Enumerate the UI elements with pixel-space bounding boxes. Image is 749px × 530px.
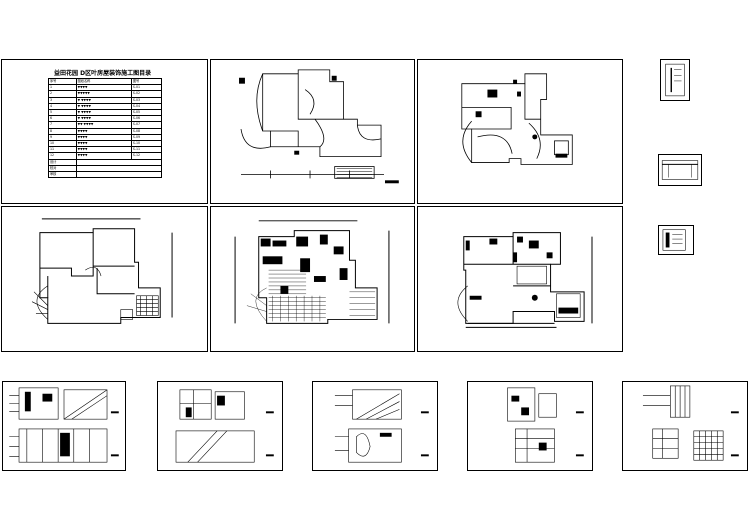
- elevation-drawing-2: [175, 389, 274, 463]
- detail-sheet-3[interactable]: [658, 225, 694, 255]
- table-footer-row: 审核: [48, 171, 163, 179]
- table-header-row: 序号图纸名称图号: [48, 77, 163, 86]
- elevation-sheet-1[interactable]: [2, 381, 126, 471]
- furniture-plan-sheet[interactable]: [210, 206, 415, 352]
- furniture-plan-drawing: [234, 220, 390, 324]
- table-row: 1▼▼▼▼S-01: [48, 84, 163, 92]
- original-plan-sheet[interactable]: [1, 206, 208, 352]
- table-row: 3▼ ▼▼▼▼S-03: [48, 96, 163, 104]
- footer-label: 审核: [48, 171, 77, 179]
- detail-drawing-3: [662, 229, 686, 251]
- floor-plan-sheet-1[interactable]: [210, 59, 415, 204]
- elevation-drawing-5: [642, 385, 739, 461]
- table-row: 7▼▼ ▼▼▼▼S-07: [48, 121, 163, 129]
- elevation-sheet-2[interactable]: [157, 381, 283, 471]
- detail-drawing-1: [665, 63, 685, 97]
- table-cell: S-04: [130, 102, 163, 111]
- elevation-drawing-4: [507, 387, 584, 463]
- table-row: 2▼▼▼▼▼S-02: [48, 90, 163, 98]
- detail-sheet-2[interactable]: [658, 154, 702, 186]
- original-plan-drawing: [31, 218, 173, 324]
- footer-value: [75, 171, 163, 179]
- floor-plan-drawing: [239, 69, 399, 184]
- table-cell: S-07: [130, 121, 163, 129]
- ceiling-plan-drawing: [457, 232, 593, 328]
- elevation-sheet-5[interactable]: [622, 381, 748, 471]
- index-title: 益田花园 D区叶房屋装饰施工图目录: [54, 70, 152, 77]
- elevation-drawing-1: [9, 387, 119, 463]
- elevation-sheet-4[interactable]: [467, 381, 593, 471]
- table-row: 6▼ ▼▼▼▼S-06: [48, 115, 163, 123]
- table-cell: S-03: [130, 96, 163, 104]
- table-row: 4▼ ▼▼▼▼S-04: [48, 102, 163, 111]
- detail-sheet-1[interactable]: [660, 59, 690, 101]
- detail-drawing-2: [661, 160, 699, 180]
- lighting-plan-drawing: [461, 73, 573, 165]
- table-cell: S-05: [130, 108, 163, 117]
- table-cell: S-01: [130, 84, 163, 92]
- elevation-sheet-3[interactable]: [312, 381, 438, 471]
- elevation-drawing-3: [334, 389, 429, 463]
- floor-plan-sheet-2[interactable]: [417, 59, 623, 204]
- ceiling-plan-sheet[interactable]: [417, 206, 623, 352]
- table-row: 5▼ ▼▼▼▼S-05: [48, 108, 163, 117]
- table-cell: 图号: [130, 77, 163, 86]
- table-cell: S-06: [130, 115, 163, 123]
- table-cell: S-02: [130, 90, 163, 98]
